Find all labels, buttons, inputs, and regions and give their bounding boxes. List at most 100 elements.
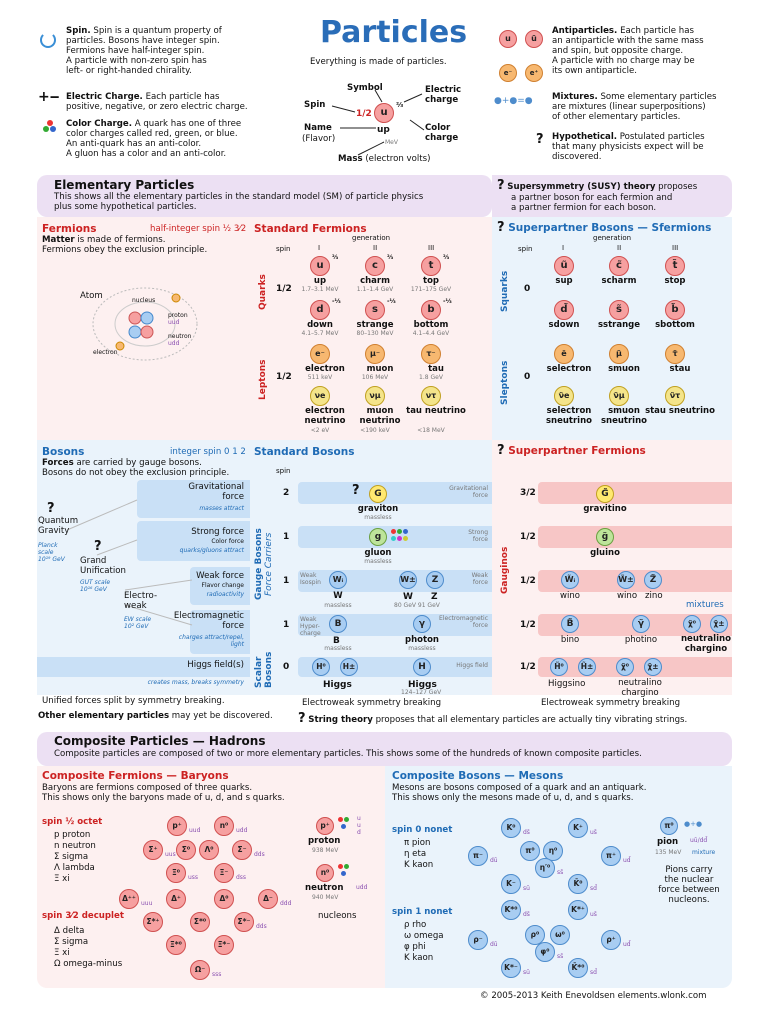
band-strong — [137, 521, 250, 561]
meson-0: K⁰ — [501, 818, 521, 838]
meson-quarks-1: us̄ — [590, 829, 597, 836]
slepton-name-4: smuon sneutrino — [601, 406, 647, 426]
lepton-3: νe — [310, 386, 330, 406]
quark-mass-strange: 80–130 MeV — [356, 330, 394, 337]
baryon-5: Σ⁻ — [232, 840, 252, 860]
band-higgs — [37, 657, 250, 677]
proton-mass: 938 MeV — [312, 847, 339, 854]
wino-label: wino — [617, 591, 638, 601]
gauginos-label: Gauginos — [500, 546, 510, 594]
key-mass: Mass (electron volts) — [338, 154, 431, 164]
spin-1a: 1 — [283, 532, 290, 542]
squarks-label: Squarks — [500, 270, 510, 312]
slepton-spin: 0 — [524, 372, 531, 382]
hypothetical-legend: Hypothetical. Postulated particles that … — [552, 132, 705, 162]
wino-i-label: wino — [560, 591, 580, 601]
std-fermions-spin: spin — [276, 245, 291, 253]
squark-sstrange: s̃ — [609, 300, 629, 320]
key-mev: MeV — [385, 139, 398, 146]
spf-s32: 3/2 — [520, 488, 536, 498]
atom-label: Atom — [80, 291, 103, 301]
squark-spin: 0 — [524, 284, 531, 294]
squark-scharm: c̃ — [609, 256, 629, 276]
lepton-mass-4: <190 keV — [360, 427, 390, 434]
gravitino: G̃ — [596, 485, 614, 503]
spin-2: 2 — [283, 488, 290, 498]
force-carriers-label: Force Carriers — [264, 532, 274, 596]
meson-8: K̄⁰ — [568, 874, 588, 894]
mesons-panel — [385, 766, 732, 988]
meson-5: π⁺ — [601, 846, 621, 866]
quark-charge-charm: ⅔ — [387, 254, 394, 261]
spin-1c: 1 — [283, 620, 290, 630]
anti-positron-icon: e⁺ — [525, 64, 543, 82]
qg-question: ? — [47, 501, 55, 516]
neutron-name: neutron — [305, 883, 344, 893]
meson-6: η′⁰ — [535, 858, 555, 878]
em-sub: charges attract/repel,light — [178, 634, 244, 648]
mixture-icon: ●+●=● — [494, 96, 533, 106]
higgs-left-label: Higgs — [323, 680, 352, 690]
meson-quarks-8: sd̄ — [590, 885, 597, 892]
slepton-name-2: stau — [669, 364, 691, 374]
Z-boson: Z — [426, 571, 444, 589]
squark-name-stop: stop — [664, 276, 686, 286]
slepton-2: τ̃ — [665, 344, 685, 364]
electroweak-label: Electro-weak — [124, 591, 158, 611]
photon-mass: massless — [408, 645, 436, 652]
squark-name-sbottom: sbottom — [655, 320, 695, 330]
graviton-label: graviton — [357, 504, 399, 514]
wino: W̃± — [617, 571, 635, 589]
pion-mass: 135 MeV — [655, 849, 682, 856]
baryon-2: Σ⁺ — [143, 840, 163, 860]
squark-name-sdown: sdown — [548, 320, 580, 330]
meson-quarks-11: dū — [490, 941, 498, 948]
meson-quarks-14: ud̄ — [623, 941, 631, 948]
meson-12: ρ⁰ — [525, 925, 545, 945]
neutron-mass: 940 MeV — [312, 894, 339, 901]
quark-bottom: b — [421, 300, 441, 320]
slepton-name-0: selectron — [546, 364, 592, 374]
strong-force-label: Strong force — [191, 527, 244, 537]
lepton-name-1: muon — [366, 364, 394, 374]
neutron-quark-text: udd — [356, 884, 368, 891]
mesons-title: Composite Bosons — Mesons — [392, 770, 564, 782]
bosons-text: Forces are carried by gauge bosons.Boson… — [42, 458, 230, 478]
band-em — [190, 610, 250, 654]
meson-4: η⁰ — [543, 841, 563, 861]
baryon-16: Ξ*⁻ — [214, 935, 234, 955]
quark-name-bottom: bottom — [413, 320, 449, 330]
spf-s12d: 1/2 — [520, 662, 536, 672]
baryon-9: Δ⁺ — [166, 889, 186, 909]
key-up-name: up — [377, 125, 390, 135]
higgsino-pm: H̃± — [578, 658, 596, 676]
spf-s12b: 1/2 — [520, 576, 536, 586]
lepton-name-3: electron neutrino — [304, 406, 346, 426]
weak-sub2: radioactivity — [206, 591, 244, 598]
gen-3: III — [428, 244, 435, 252]
neutralino-mix: χ̃⁰ — [683, 615, 701, 633]
meson-quarks-15: ss̄ — [557, 953, 564, 960]
W-isospin-mass: massless — [324, 602, 352, 609]
baryon-1: n⁰ — [214, 816, 234, 836]
lepton-name-5: tau neutrino — [406, 406, 466, 416]
quark-strange: s — [365, 300, 385, 320]
gravitino-label: gravitino — [583, 504, 627, 514]
std-bosons-title: Standard Bosons — [254, 446, 355, 458]
decuplet-label: spin 3⁄2 decuplet — [42, 911, 124, 921]
strong-sub1: Color force — [211, 538, 244, 545]
chargino-low: χ̃± — [644, 658, 662, 676]
meson-1: K⁺ — [568, 818, 588, 838]
susy-text: ? Supersymmetry (SUSY) theory proposes a… — [497, 178, 698, 213]
quark-mass-up: 1.7–3.1 MeV — [301, 286, 339, 293]
